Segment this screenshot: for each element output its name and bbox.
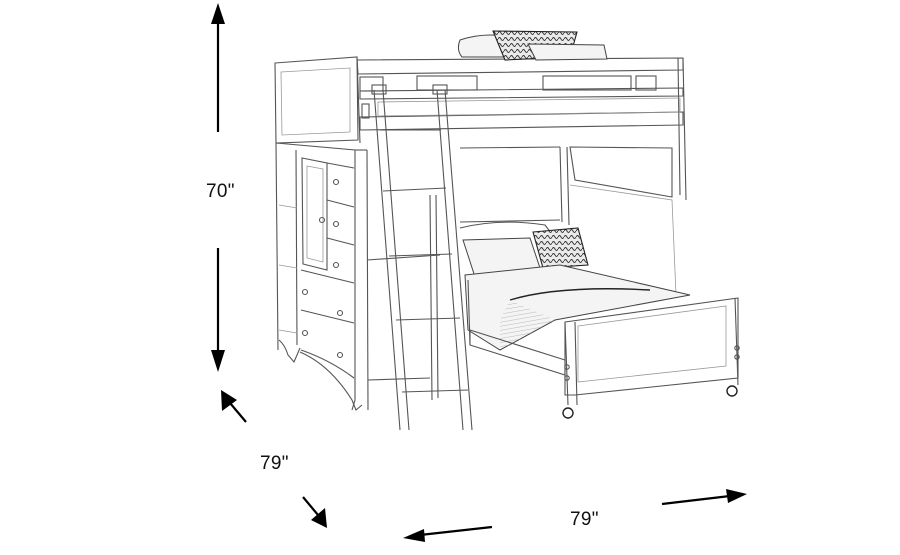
- ladder: [371, 84, 473, 431]
- width-arrow: [403, 489, 747, 542]
- height-dimension-label: 70": [206, 181, 235, 202]
- height-arrow: [211, 3, 225, 372]
- loft-bunk: [274, 30, 687, 201]
- decorative-pillow: [532, 227, 589, 269]
- depth-arrow: [221, 390, 327, 528]
- depth-dimension-label: 79": [260, 453, 289, 474]
- caster-wheel: [562, 407, 574, 419]
- lower-twin-bed: [459, 221, 740, 419]
- width-dimension-label: 79": [570, 509, 599, 530]
- caster-wheel: [726, 385, 738, 397]
- loft-support-frame: [459, 146, 677, 296]
- chest-of-drawers: [275, 142, 441, 411]
